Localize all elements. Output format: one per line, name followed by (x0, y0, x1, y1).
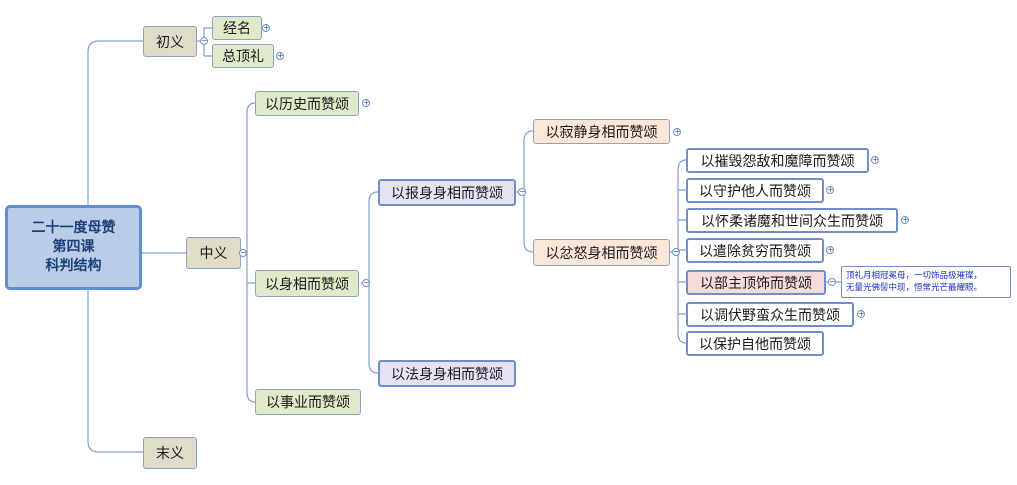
node-lishi[interactable]: 以历史而赞颂 (255, 91, 359, 116)
root-line2: 第四课 (52, 239, 95, 255)
node-fashen-label: 以法身身相而赞颂 (391, 366, 503, 383)
expand-plus-icon[interactable]: + (362, 98, 370, 107)
expand-plus-icon[interactable]: + (826, 245, 834, 254)
node-baoshen-label: 以报身身相而赞颂 (391, 185, 503, 202)
node-diaofu[interactable]: 以调伏野蛮众生而赞颂 (686, 302, 854, 327)
node-buzhu[interactable]: 以部主顶饰而赞颂 (686, 270, 826, 295)
node-zhongyi-label: 中义 (199, 246, 228, 262)
collapse-minus-icon[interactable]: − (518, 187, 526, 196)
note-line1: 顶礼月相冠冕母，一切饰品极璀璨， (846, 271, 983, 281)
root-node[interactable]: 二十一度母赞 第四课 科判结构 (5, 205, 142, 290)
note-callout: 顶礼月相冠冕母，一切饰品极璀璨， 无量光佛髻中现，恒常光芒最耀眼。 (841, 266, 1011, 298)
collapse-minus-icon[interactable]: − (239, 248, 247, 257)
connector-root-chuyi (87, 40, 143, 205)
node-baohu-label: 以保护自他而赞颂 (699, 336, 811, 353)
connector-root-moyi (87, 290, 143, 453)
node-shenxiang[interactable]: 以身相而赞颂 (255, 270, 359, 297)
node-jijing[interactable]: 以寂静身相而赞颂 (533, 119, 670, 144)
note-line2: 无量光佛髻中现，恒常光芒最耀眼。 (846, 283, 983, 293)
node-huairou[interactable]: 以怀柔诸魔和世间众生而赞颂 (686, 208, 898, 233)
node-cuihui[interactable]: 以摧毁怨敌和魔障而赞颂 (686, 148, 869, 173)
expand-plus-icon[interactable]: + (826, 185, 834, 194)
collapse-minus-icon[interactable]: − (828, 277, 836, 286)
node-chuyi-label: 初义 (156, 34, 184, 51)
node-shouhu[interactable]: 以守护他人而赞颂 (686, 178, 824, 203)
collapse-minus-icon[interactable]: − (672, 247, 680, 256)
root-line1: 二十一度母赞 (31, 220, 116, 236)
expand-plus-icon[interactable]: + (673, 127, 681, 136)
node-baoshen[interactable]: 以报身身相而赞颂 (378, 179, 516, 206)
node-fashen[interactable]: 以法身身相而赞颂 (378, 360, 516, 387)
node-diaofu-label: 以调伏野蛮众生而赞颂 (700, 307, 840, 324)
node-zongdingli[interactable]: 总顶礼 (212, 44, 274, 68)
node-lishi-label: 以历史而赞颂 (265, 96, 349, 113)
node-shiye[interactable]: 以事业而赞颂 (255, 389, 361, 415)
node-zongdingli-label: 总顶礼 (222, 49, 264, 65)
node-fennu-label: 以忿怒身相而赞颂 (545, 245, 658, 262)
node-jijing-label: 以寂静身相而赞颂 (545, 124, 658, 141)
node-zhongyi[interactable]: 中义 (186, 237, 241, 269)
node-cuihui-label: 以摧毁怨敌和魔障而赞颂 (700, 153, 855, 170)
node-jingming-label: 经名 (223, 21, 251, 37)
expand-plus-icon[interactable]: + (276, 51, 284, 60)
node-huairou-label: 以怀柔诸魔和世间众生而赞颂 (701, 213, 883, 230)
expand-plus-icon[interactable]: + (901, 215, 909, 224)
node-shiye-label: 以事业而赞颂 (266, 395, 350, 411)
expand-plus-icon[interactable]: + (857, 309, 865, 318)
node-qianchu-label: 以遣除贫穷而赞颂 (699, 243, 811, 260)
node-qianchu[interactable]: 以遣除贫穷而赞颂 (686, 238, 824, 263)
expand-plus-icon[interactable]: + (871, 155, 879, 164)
root-line3: 科判结构 (45, 258, 102, 274)
node-fennu[interactable]: 以忿怒身相而赞颂 (533, 239, 670, 266)
collapse-minus-icon[interactable]: − (362, 278, 370, 287)
node-moyi-label: 末义 (156, 446, 184, 462)
node-chuyi[interactable]: 初义 (143, 26, 197, 57)
node-baohu[interactable]: 以保护自他而赞颂 (686, 331, 824, 356)
node-buzhu-label: 以部主顶饰而赞颂 (700, 275, 812, 292)
node-shenxiang-label: 以身相而赞颂 (265, 276, 349, 293)
node-jingming[interactable]: 经名 (212, 16, 262, 40)
collapse-minus-icon[interactable]: − (200, 36, 208, 45)
node-moyi[interactable]: 末义 (143, 437, 197, 469)
expand-plus-icon[interactable]: + (262, 23, 270, 32)
node-shouhu-label: 以守护他人而赞颂 (699, 183, 811, 200)
